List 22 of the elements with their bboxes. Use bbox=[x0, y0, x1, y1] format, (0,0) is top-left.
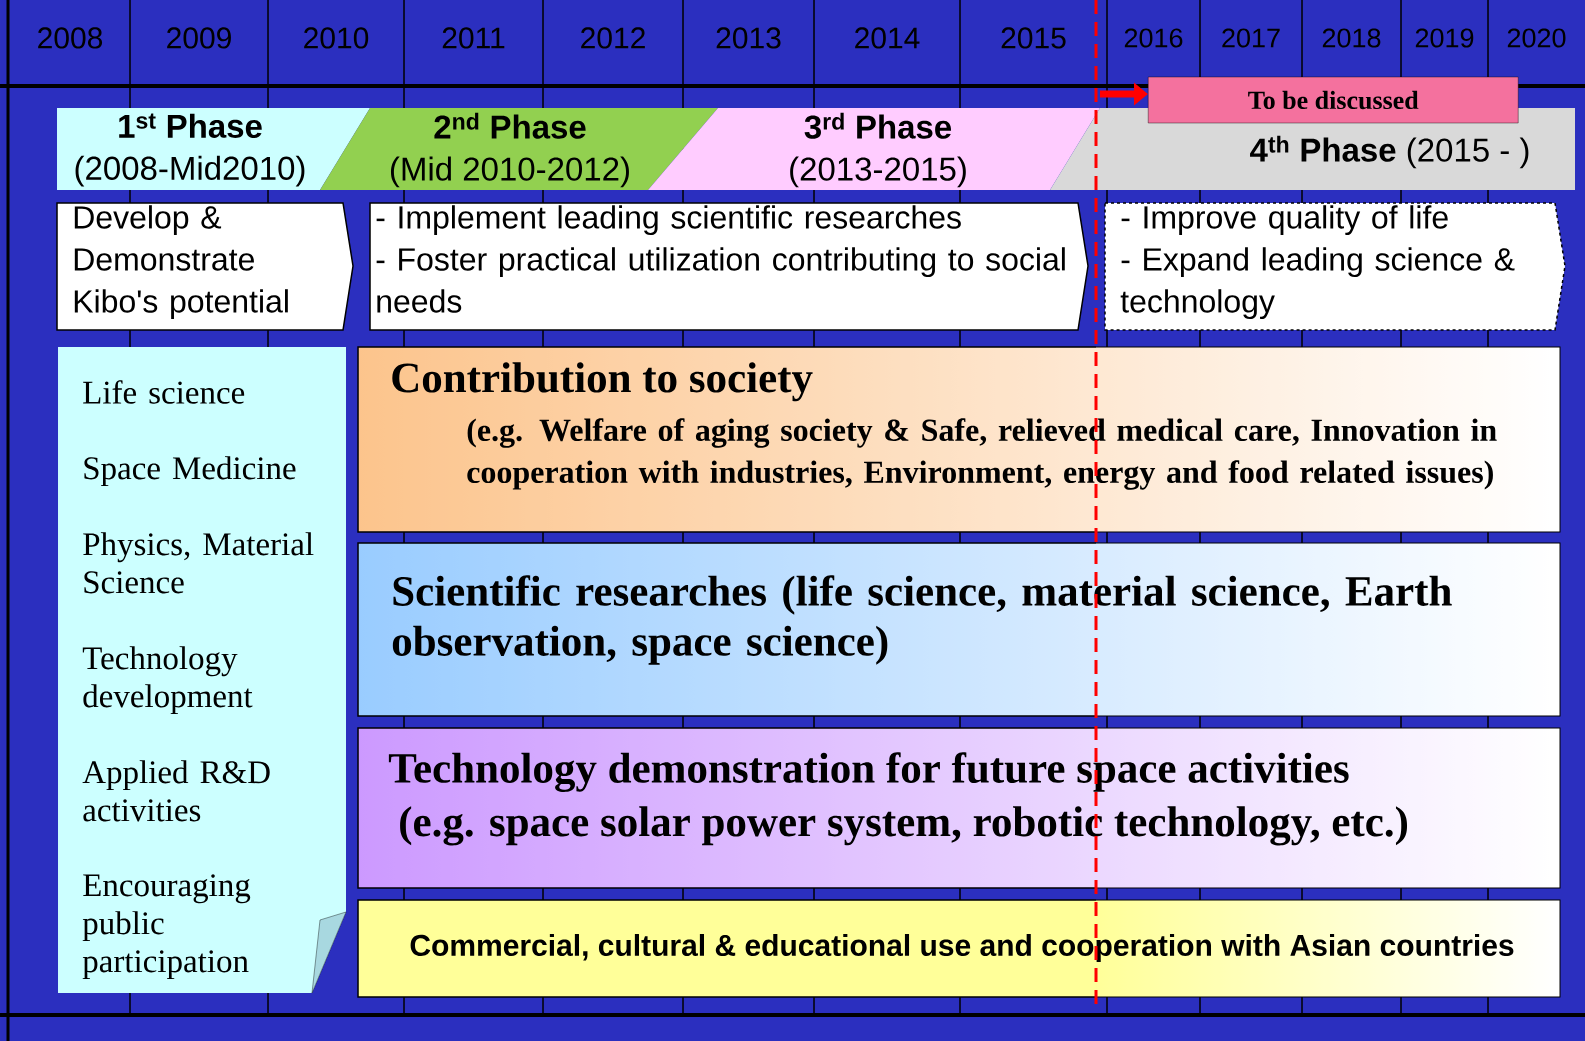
theme-band: Scientific researches (life science, material science, Earth observation, space science) bbox=[357, 542, 1561, 717]
year-label: 2009 bbox=[167, 27, 231, 49]
year-label: 2020 bbox=[1507, 28, 1566, 48]
year-label: 2013 bbox=[716, 27, 781, 49]
category-box: Life science Space Medicine Physics, Material Science Technology development Applied R&D activities Encouraging public participation bbox=[58, 347, 346, 993]
theme-band: Contribution to society (e.g. Welfare of aging society & Safe, relieved medical care, Innovation in cooperation with industries, Environment, energy and food related issues) bbox=[357, 346, 1561, 533]
year-label: 2016 bbox=[1124, 28, 1183, 48]
year-label: 2010 bbox=[304, 27, 369, 49]
year-label: 2012 bbox=[581, 27, 645, 49]
phase-band: 1$^{st}$ Phase (2008-Mid2010) bbox=[57, 108, 370, 190]
year-label: 2014 bbox=[855, 27, 920, 49]
year-label: 2018 bbox=[1322, 28, 1381, 48]
year-label: 2011 bbox=[442, 27, 505, 49]
phase-band: 3$^{rd}$ Phase (2013-2015) bbox=[648, 108, 1100, 190]
theme-band: Commercial, cultural & educational use and cooperation with Asian countries bbox=[357, 899, 1561, 998]
phase-band: 2$^{nd}$ Phase (Mid 2010-2012) bbox=[320, 108, 718, 190]
callout-box: To be discussed bbox=[1148, 76, 1519, 124]
year-label: 2008 bbox=[38, 27, 103, 49]
goal-arrow-box: - Improve quality of life - Expand leading science & technology bbox=[1104, 202, 1566, 331]
year-label: 2017 bbox=[1222, 28, 1280, 48]
year-label: 2015 bbox=[1001, 27, 1066, 49]
year-label: 2019 bbox=[1415, 28, 1474, 48]
